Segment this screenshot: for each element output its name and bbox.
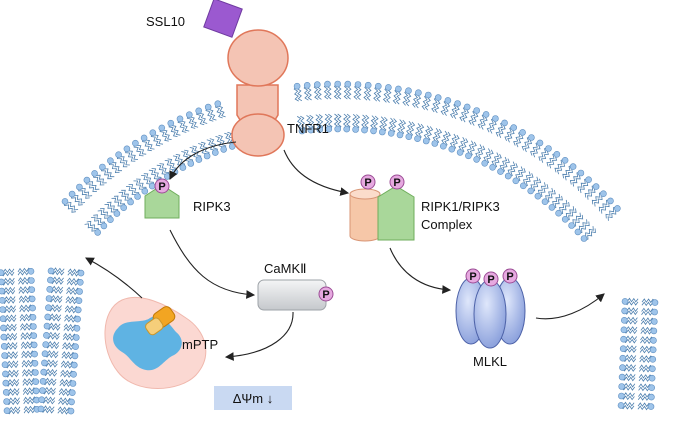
membrane-potential-label: ΔΨm ↓ — [233, 391, 274, 406]
membrane-fragment-right — [617, 297, 659, 411]
tnfr1-label: TNFR1 — [287, 121, 329, 136]
arrow-camk2-to-mptp — [224, 311, 294, 361]
complex-label-line1: RIPK1/RIPK3 — [421, 199, 500, 214]
membrane-fragment-left — [0, 267, 85, 415]
phospho-label: P — [322, 289, 329, 301]
phospho-label: P — [393, 177, 400, 189]
tnfr1-receptor — [227, 29, 289, 157]
ripk3-label: RIPK3 — [193, 199, 231, 214]
camk2-protein: P — [257, 279, 334, 311]
mptp-label: mPTP — [182, 337, 218, 352]
arrow-mlkl-to-membrane — [535, 293, 605, 320]
phospho-label: P — [364, 177, 371, 189]
camk2-label: CaMKⅡ — [264, 261, 307, 276]
phospho-label: P — [158, 181, 165, 193]
cell-membrane-arc — [61, 80, 621, 242]
arrow-complex-to-mlkl — [389, 247, 452, 294]
mitochondrion — [104, 296, 207, 389]
arrow-tnfr1-to-complex — [283, 149, 350, 196]
phospho-label: P — [487, 274, 494, 286]
mlkl-protein: P P P — [455, 268, 526, 349]
ripk1-ripk3-complex: P P — [349, 174, 415, 242]
arrow-mito-to-membrane — [85, 257, 143, 299]
phospho-label: P — [506, 271, 513, 283]
phospho-label: P — [469, 271, 476, 283]
mlkl-label: MLKL — [473, 354, 507, 369]
ripk3-protein: P — [144, 178, 180, 219]
ssl10-ligand — [203, 0, 243, 38]
arrow-ripk3-to-camk2 — [169, 229, 256, 299]
ssl10-label: SSL10 — [146, 14, 185, 29]
membrane-potential-box — [214, 386, 292, 410]
arrow-tnfr1-to-ripk3 — [169, 141, 237, 180]
complex-label-line2: Complex — [421, 217, 473, 232]
